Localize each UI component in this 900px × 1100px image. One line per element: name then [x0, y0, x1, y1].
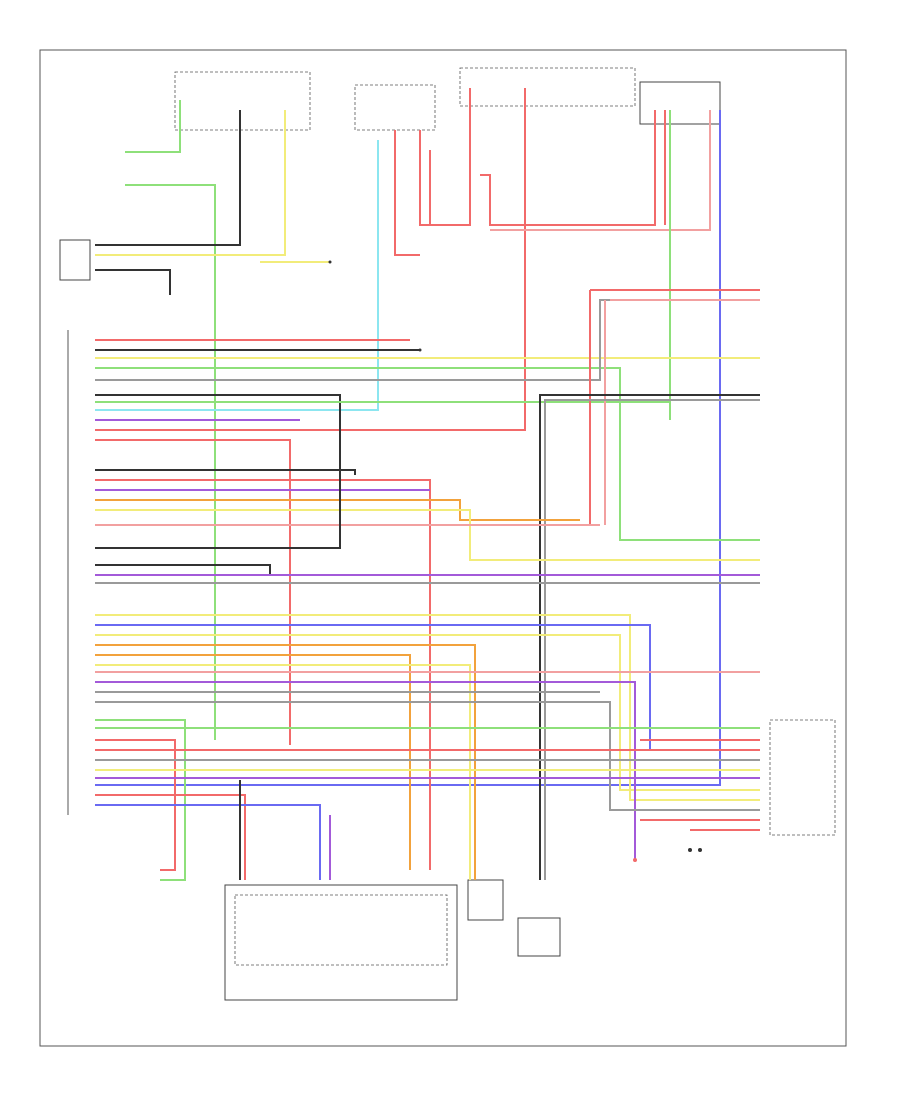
wires — [95, 88, 760, 881]
connector-box-top-left — [59, 239, 91, 281]
wire-violet-low-8 — [95, 681, 636, 860]
wire-orange-low-4 — [95, 644, 476, 880]
wire-red-pin-9 — [95, 439, 291, 745]
wire-blue-low-2 — [95, 624, 760, 751]
wire-green-top-2 — [125, 184, 216, 740]
ground-mark-5 — [698, 848, 702, 852]
ground-mark-3 — [633, 858, 637, 862]
wire-red-fuse-3 — [480, 110, 656, 226]
wire-blue-low-19 — [95, 804, 321, 880]
wire-red-relay-1 — [394, 130, 420, 256]
solenoid-pack-inner — [234, 894, 448, 966]
wire-green-low-11 — [95, 719, 186, 881]
wire-green-pin-4 — [95, 367, 760, 541]
wire-green-top — [125, 100, 181, 153]
wire-blue-right — [95, 110, 721, 786]
wire-orange-low-5 — [95, 654, 411, 870]
wire-red-low-18 — [95, 794, 246, 880]
sensor-box-left — [467, 879, 504, 921]
fuse-block-box — [459, 67, 636, 107]
wire-yellow-mid-5 — [95, 509, 760, 561]
wire-black-vss — [539, 394, 760, 880]
solenoid-pack-box — [224, 884, 458, 1001]
wire-black-stub — [95, 269, 171, 295]
wire-yellow-low-3 — [95, 634, 760, 791]
wire-yellow-low-1 — [95, 614, 760, 801]
relay-box-top-center — [354, 84, 436, 131]
wire-red-fuse-2 — [95, 88, 526, 431]
wire-green-pin-7 — [95, 401, 671, 420]
wire-red-mid-2 — [95, 479, 431, 870]
wire-yellow-low-6 — [95, 664, 471, 880]
wire-black-mid-7 — [95, 470, 341, 549]
ground-mark-2 — [418, 348, 422, 352]
relay-box-top-right — [639, 81, 721, 125]
wire-gray-vss — [544, 399, 760, 880]
sensor-box-right — [517, 917, 561, 957]
wire-black-mid-1 — [95, 469, 356, 475]
wire-black-ign — [95, 110, 241, 246]
wire-red-relay-2 — [419, 130, 471, 226]
ignition-switch-box — [174, 71, 311, 131]
range-switch-box — [769, 719, 836, 836]
wire-black-mid-8 — [95, 564, 271, 575]
wire-black-pin-6 — [95, 394, 341, 470]
wire-yellow-ign — [95, 110, 286, 256]
wire-pink-right — [490, 110, 711, 231]
diagram-frame — [39, 49, 847, 1047]
ground-mark-4 — [688, 848, 692, 852]
ground-mark-1 — [328, 260, 332, 264]
wire-cyan — [95, 140, 379, 411]
wire-gray-low-10 — [95, 701, 760, 811]
